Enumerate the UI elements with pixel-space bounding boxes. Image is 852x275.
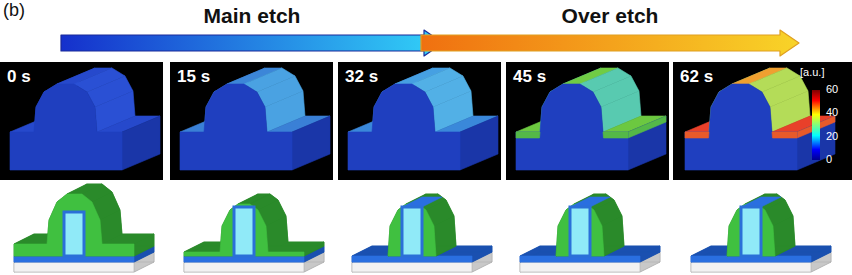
tick-value: 20 — [826, 130, 838, 143]
tick-value: 60 — [826, 83, 838, 96]
stage-label: Over etch — [420, 4, 800, 28]
panel-letter: (b) — [3, 0, 25, 21]
time-label: 62 s — [680, 67, 713, 87]
simulation-panel: 62 s — [673, 62, 852, 180]
time-label: 45 s — [513, 67, 546, 87]
simulation-panel: 32 s — [338, 62, 501, 180]
stage-arrow: Over etch — [420, 4, 800, 60]
stage-label: Main etch — [60, 4, 444, 28]
time-label: 15 s — [177, 67, 210, 87]
simulation-panel: 15 s — [170, 62, 333, 180]
time-label: 32 s — [345, 67, 378, 87]
stage-arrow: Main etch — [60, 4, 444, 60]
tick-value: 40 — [826, 106, 838, 119]
unit-label: [a.u.] — [800, 66, 824, 79]
tick-value: 0 — [826, 153, 832, 166]
simulation-panel: 0 s — [0, 62, 163, 180]
time-label: 0 s — [7, 67, 31, 87]
simulation-panel: 45 s — [506, 62, 669, 180]
colour-bar — [812, 90, 820, 160]
